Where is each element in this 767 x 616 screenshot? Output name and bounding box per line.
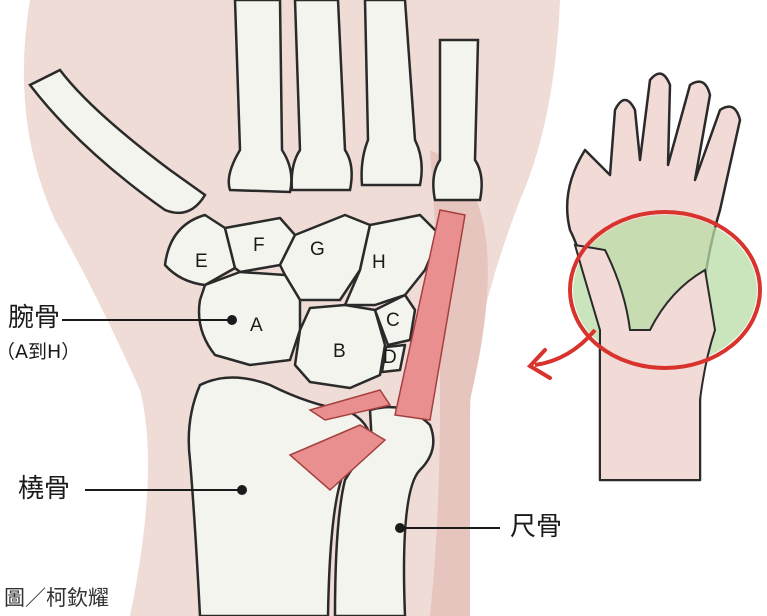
ulna-pointer-dot bbox=[395, 523, 405, 533]
bone-label-g: G bbox=[310, 240, 325, 259]
bone-label-a: A bbox=[250, 316, 263, 335]
bone-label-b: B bbox=[333, 342, 346, 361]
carpals-pointer-dot bbox=[227, 315, 237, 325]
bone-label-h: H bbox=[372, 253, 386, 272]
bone-label-e: E bbox=[195, 252, 208, 271]
bone-label-c: C bbox=[386, 311, 400, 330]
carpals-label: 腕骨 bbox=[8, 305, 60, 331]
carpals-range-label: （A到H） bbox=[0, 343, 80, 362]
bone-label-f: F bbox=[253, 236, 265, 255]
credit-label: 圖／柯欽耀 bbox=[4, 588, 109, 609]
radius-label: 橈骨 bbox=[18, 476, 70, 502]
bone-label-d: D bbox=[383, 348, 397, 367]
ulna-label: 尺骨 bbox=[510, 514, 562, 540]
radius-pointer-dot bbox=[237, 485, 247, 495]
